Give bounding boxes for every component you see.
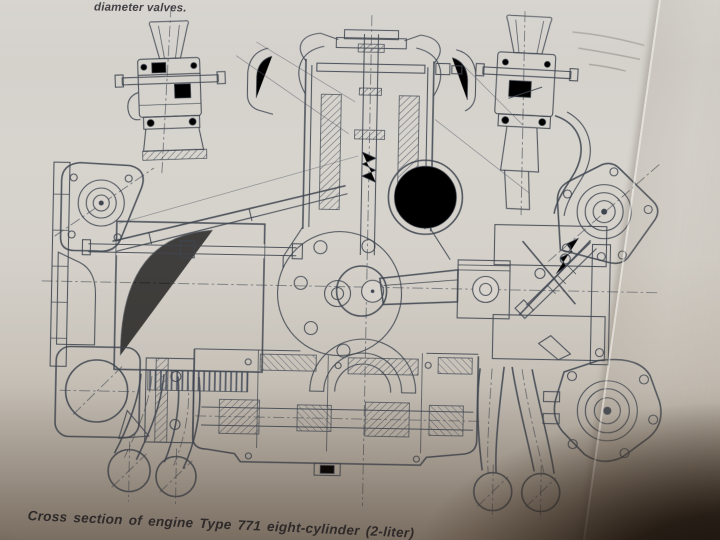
carburetor-right xyxy=(475,14,579,211)
pencil-marks xyxy=(572,31,645,72)
intake-runner-right xyxy=(553,111,591,216)
camshaft-drive-tower xyxy=(282,29,464,269)
connecting-rod xyxy=(378,259,511,320)
lower-housing-left xyxy=(54,345,195,444)
exhaust-pipes-left xyxy=(107,373,201,507)
oil-sump xyxy=(191,338,480,477)
body-text: diameter valves. xyxy=(93,1,187,15)
carburetor-left xyxy=(114,20,226,161)
crankcase xyxy=(276,231,403,358)
exhaust-pipes-right xyxy=(472,366,561,520)
